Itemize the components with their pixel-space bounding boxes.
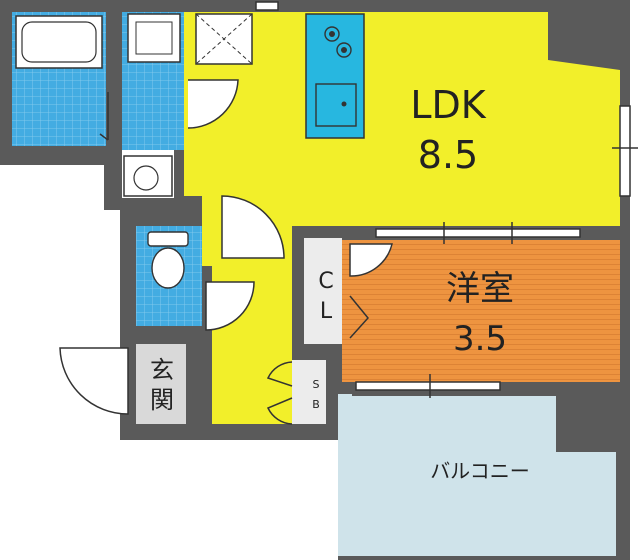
shoebox-door-1	[266, 361, 293, 387]
washing-machine-icon	[127, 13, 181, 63]
balcony-name: バルコニー	[430, 459, 530, 483]
western-size: 3.5	[453, 319, 507, 359]
window-western-bottom	[355, 381, 501, 391]
windows	[255, 1, 638, 398]
ldk-name: LDK	[410, 83, 486, 127]
shoebox-label-1: S	[313, 378, 320, 391]
closet-label-2: L	[320, 299, 333, 324]
bathtub-icon	[15, 15, 103, 69]
washroom-door	[187, 79, 239, 129]
labels: LDK 8.5 洋室 3.5 C L S B 玄 関 バルコニー	[150, 83, 530, 483]
entrance-door	[59, 347, 129, 415]
closet-label-1: C	[318, 269, 333, 294]
entrance-label-2: 関	[150, 386, 174, 414]
balcony-floor	[350, 396, 556, 556]
balcony-floor-2	[556, 452, 616, 556]
toilet-door	[205, 281, 255, 331]
sink-icon	[315, 83, 357, 127]
western-floor	[342, 240, 620, 382]
toilet-icon	[147, 231, 189, 289]
storage-shelf-icon	[195, 13, 253, 65]
kitchen-counter	[305, 13, 365, 139]
window-ldk-bottom	[375, 228, 581, 238]
entrance-floor	[136, 344, 186, 424]
closet-floor	[304, 238, 342, 344]
hall-door	[221, 195, 285, 259]
hallway-link	[202, 196, 216, 266]
western-door-small	[349, 295, 369, 339]
floors	[12, 12, 620, 556]
ldk-size: 8.5	[418, 133, 478, 177]
entrance-label-1: 玄	[150, 356, 174, 384]
stove-icon	[324, 26, 352, 58]
washbasin-icon	[123, 155, 173, 197]
closet-door	[349, 243, 393, 277]
doors	[59, 79, 393, 425]
shoebox-door-2	[266, 397, 293, 425]
window-ldk-right	[619, 105, 631, 197]
ldk-floor	[184, 12, 620, 260]
shoebox-floor	[292, 360, 326, 424]
window-top	[255, 1, 279, 11]
western-name: 洋室	[446, 269, 514, 309]
shoebox-label-2: B	[312, 398, 320, 411]
